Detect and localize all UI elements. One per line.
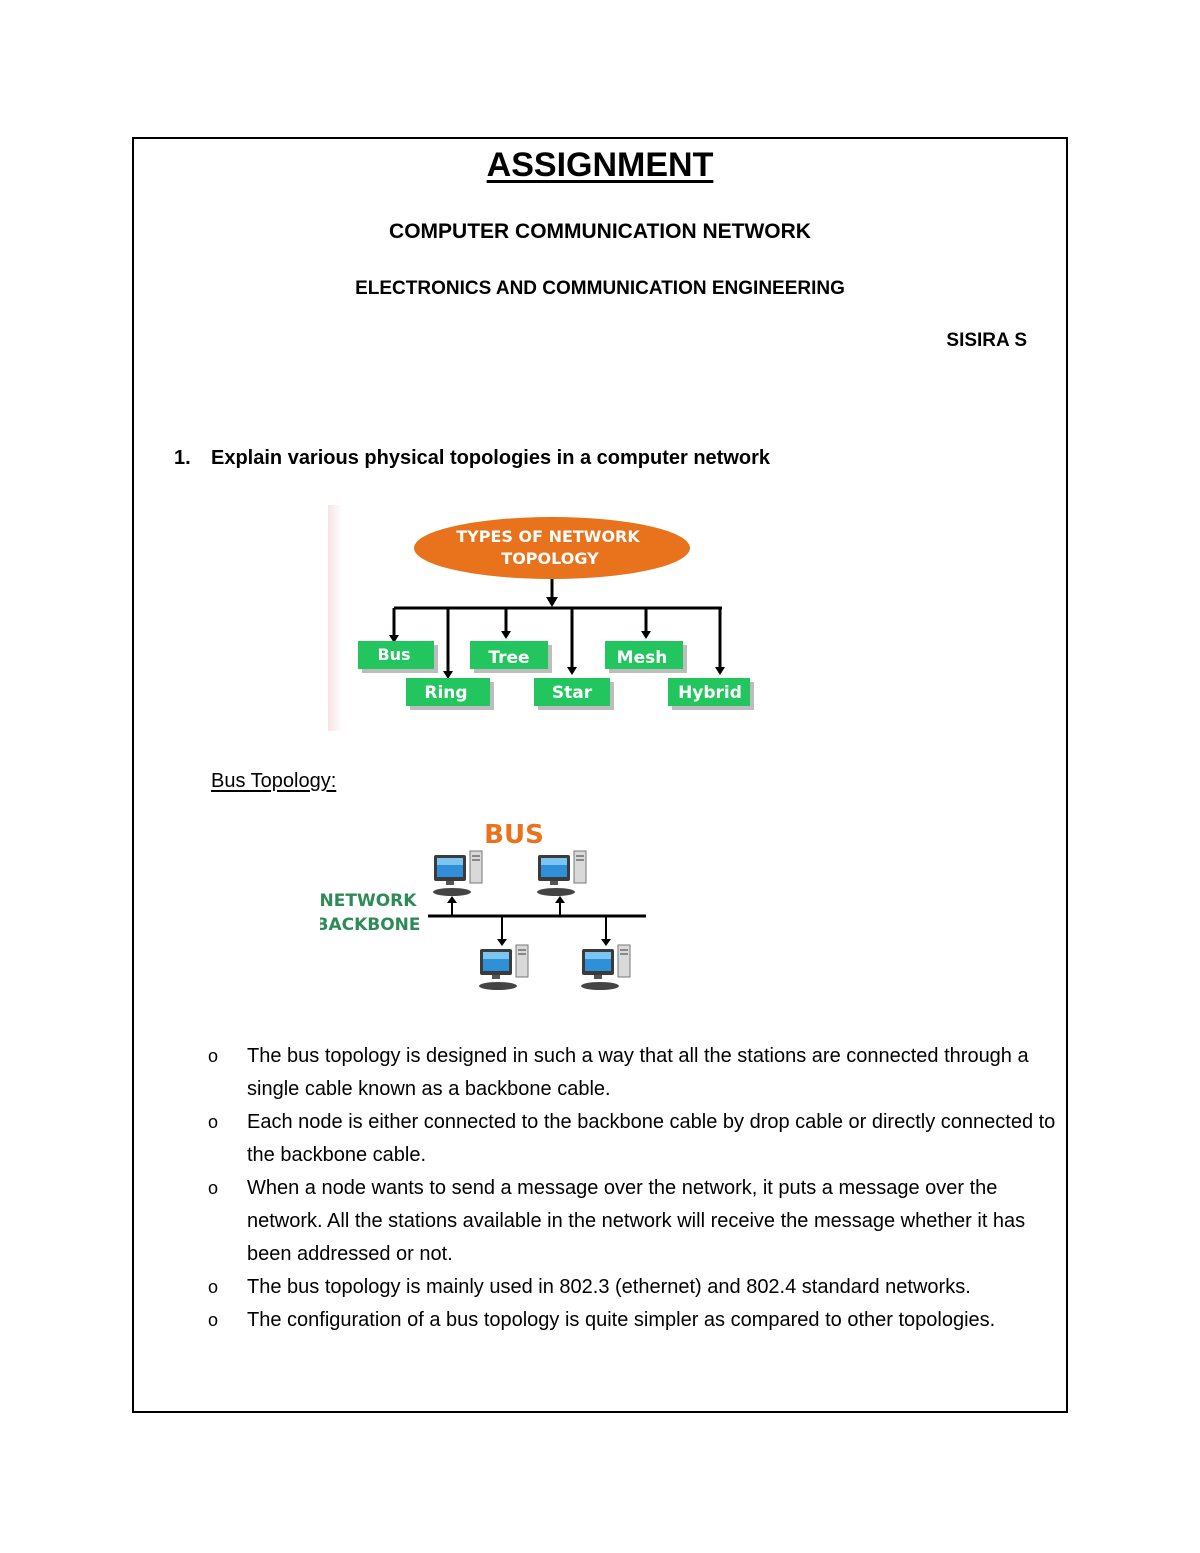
page-border	[132, 137, 1068, 1413]
question-1: 1. Explain various physical topologies in…	[174, 447, 770, 470]
topology-types-diagram: TYPES OF NETWORK TOPOLOGY Bus Tree Mesh …	[328, 505, 754, 731]
computer-icon	[536, 850, 587, 897]
drop-arrowheads	[447, 896, 611, 946]
drop-cables	[451, 901, 607, 941]
type-box-tree: Tree	[470, 641, 552, 673]
type-label-tree: Tree	[488, 648, 529, 668]
root-label-line1: TYPES OF NETWORK	[456, 527, 640, 546]
bus-topology-bullets: o The bus topology is designed in such a …	[208, 1040, 1068, 1337]
bullet-text: The bus topology is mainly used in 802.3…	[247, 1276, 971, 1298]
backbone-label-line1: NETWORK	[320, 891, 417, 911]
root-ellipse	[414, 517, 690, 579]
list-item: o The configuration of a bus topology is …	[208, 1304, 1068, 1337]
list-item: o Each node is either connected to the ba…	[208, 1106, 1068, 1172]
bus-topology-diagram: BUS NETWORK BACKBONE	[320, 820, 646, 991]
bullet-marker: o	[208, 1310, 219, 1330]
type-label-ring: Ring	[424, 683, 467, 703]
question-number: 1.	[174, 447, 191, 469]
type-label-hybrid: Hybrid	[678, 683, 742, 703]
list-item: o The bus topology is mainly used in 802.…	[208, 1271, 1068, 1304]
document-title: ASSIGNMENT	[486, 146, 714, 184]
type-label-mesh: Mesh	[617, 648, 668, 668]
type-box-mesh: Mesh	[605, 641, 687, 673]
backbone-label-line2: BACKBONE	[320, 915, 421, 935]
bullet-marker: o	[208, 1277, 219, 1297]
bullet-text: The bus topology is designed in such a w…	[247, 1045, 1029, 1100]
department-name: ELECTRONICS AND COMMUNICATION ENGINEERIN…	[355, 278, 845, 299]
bullet-text: Each node is either connected to the bac…	[247, 1111, 1056, 1166]
bus-title: BUS	[484, 820, 544, 850]
bullet-text: When a node wants to send a message over…	[247, 1177, 1026, 1265]
type-box-ring: Ring	[406, 678, 494, 710]
computer-icon	[478, 944, 529, 991]
type-box-hybrid: Hybrid	[668, 678, 754, 710]
type-label-star: Star	[552, 683, 593, 703]
bullet-marker: o	[208, 1178, 219, 1198]
computer-icon	[580, 944, 631, 991]
bullet-text: The configuration of a bus topology is q…	[247, 1309, 996, 1331]
list-item: o The bus topology is designed in such a …	[208, 1040, 1068, 1106]
author-name: SISIRA S	[946, 330, 1027, 351]
type-box-star: Star	[534, 678, 614, 710]
bullet-marker: o	[208, 1046, 219, 1066]
image-edge-strip	[328, 505, 342, 731]
document-subtitle: COMPUTER COMMUNICATION NETWORK	[389, 220, 811, 243]
type-label-bus: Bus	[377, 645, 410, 664]
connector-lines	[392, 579, 722, 677]
list-item: o When a node wants to send a message ove…	[208, 1172, 1068, 1271]
connector-arrowheads	[389, 597, 725, 679]
question-text: Explain various physical topologies in a…	[211, 447, 771, 469]
computer-icon	[432, 850, 483, 897]
root-label-line2: TOPOLOGY	[501, 549, 599, 568]
type-box-bus: Bus	[358, 641, 438, 673]
section-heading-bus: Bus Topology:	[211, 770, 337, 792]
bullet-marker: o	[208, 1112, 219, 1132]
